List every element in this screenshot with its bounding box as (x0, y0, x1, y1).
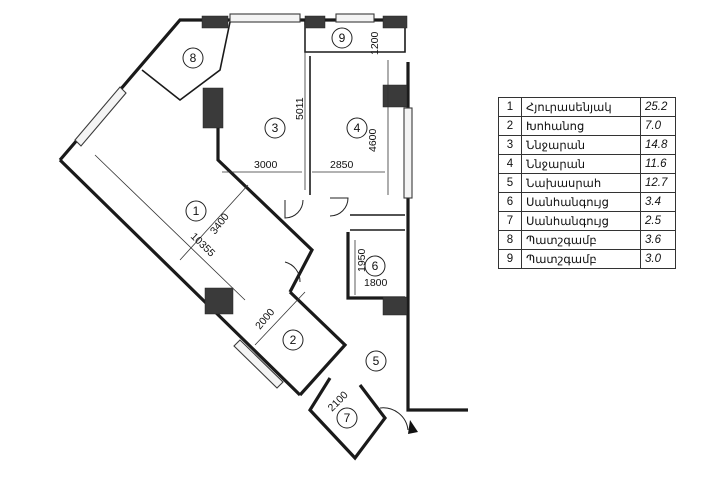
column-1 (202, 87, 224, 129)
window-right (403, 107, 413, 199)
dim-2850: 2850 (330, 159, 354, 171)
legend-number: 2 (498, 116, 522, 136)
svg-text:6: 6 (372, 259, 379, 273)
room-marker-8: 8 (182, 47, 204, 69)
dim-1200: 1200 (369, 31, 381, 55)
door-room3 (284, 199, 304, 219)
room-marker-1: 1 (185, 200, 207, 222)
room-marker-7: 7 (336, 407, 358, 429)
window-top-left (229, 13, 301, 23)
legend-area: 12.7 (640, 173, 676, 193)
legend-area: 3.6 (640, 230, 676, 250)
wall-bath7 (350, 214, 405, 231)
room-marker-2: 2 (282, 329, 304, 351)
window-diagonal-2 (233, 339, 284, 389)
svg-text:9: 9 (339, 31, 346, 45)
legend-room-name: Նախասրահ (521, 173, 641, 193)
legend-room-name: Սանհանգույց (521, 192, 641, 212)
dim-3400: 3400 (208, 211, 232, 237)
column-5 (304, 15, 326, 29)
column-2 (382, 84, 408, 108)
dim-line-10355 (94, 154, 246, 301)
dim-4600: 4600 (367, 128, 379, 152)
legend-number: 3 (498, 135, 522, 155)
legend-number: 6 (498, 192, 522, 212)
svg-text:8: 8 (190, 51, 197, 65)
outer-wall-bottom-diagonal (58, 158, 302, 397)
door-entrance (379, 407, 409, 431)
dim-line-2000 (254, 291, 306, 346)
legend-number: 7 (498, 211, 522, 231)
column-6 (382, 15, 408, 29)
svg-text:7: 7 (344, 411, 351, 425)
dim-3000: 3000 (254, 159, 278, 171)
svg-text:4: 4 (354, 121, 361, 135)
legend-room-name: Պատշգամբ (521, 249, 641, 269)
wall-room3-room1 (216, 112, 314, 293)
svg-text:1: 1 (193, 204, 200, 218)
svg-text:3: 3 (272, 121, 279, 135)
legend-number: 1 (498, 97, 522, 117)
svg-text:5: 5 (373, 354, 380, 368)
column-7 (201, 15, 229, 29)
legend-room-name: Պատշգամբ (521, 230, 641, 250)
room-marker-5: 5 (365, 350, 387, 372)
legend-area: 14.8 (640, 135, 676, 155)
column-3 (382, 296, 408, 316)
column-4 (204, 287, 234, 315)
legend-room-name: Սանհանգույց (521, 211, 641, 231)
window-top-right (335, 13, 375, 23)
legend-area: 2.5 (640, 211, 676, 231)
legend-room-name: Հյուրասենյակ (521, 97, 641, 117)
legend-room-name: Ննջարան (521, 135, 641, 155)
legend-number: 5 (498, 173, 522, 193)
legend-number: 8 (498, 230, 522, 250)
legend-area: 7.0 (640, 116, 676, 136)
wall-balcony8 (141, 21, 231, 102)
legend-number: 9 (498, 249, 522, 269)
dim-line-3400 (179, 184, 249, 261)
svg-text:2: 2 (290, 333, 297, 347)
dim-5011: 5011 (294, 97, 306, 120)
dim-1800: 1800 (364, 277, 388, 289)
legend-area: 11.6 (640, 154, 676, 174)
legend-number: 4 (498, 154, 522, 174)
legend-area: 25.2 (640, 97, 676, 117)
legend-area: 3.0 (640, 249, 676, 269)
room-marker-9: 9 (331, 27, 353, 49)
legend-area: 3.4 (640, 192, 676, 212)
outer-wall-left (58, 18, 405, 162)
outer-wall-right (406, 62, 468, 412)
room-marker-6: 6 (364, 255, 386, 277)
dim-2000: 2000 (253, 306, 277, 332)
entrance-arrow (408, 420, 418, 434)
room-marker-4: 4 (346, 117, 368, 139)
wall-bath-small (307, 377, 388, 461)
door-room2 (284, 261, 301, 283)
legend-room-name: Ննջարան (521, 154, 641, 174)
door-room4 (329, 197, 349, 217)
wall-kitchen (288, 290, 348, 397)
room-marker-3: 3 (264, 117, 286, 139)
window-diagonal-1 (74, 86, 127, 147)
legend-room-name: Խոհանոց (521, 116, 641, 136)
